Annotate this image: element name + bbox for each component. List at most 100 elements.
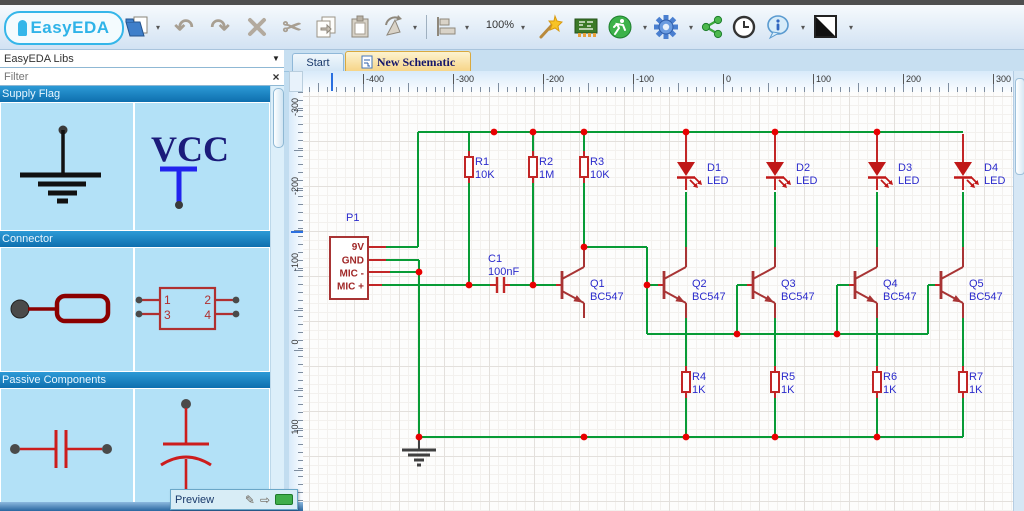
tile-connector-1pin[interactable] — [1, 248, 133, 371]
d2-ref[interactable]: D2 — [796, 162, 810, 174]
open-dropdown-caret[interactable]: ▾ — [155, 23, 160, 32]
d3-value[interactable]: LED — [898, 175, 919, 187]
theme-dropdown-caret[interactable]: ▾ — [848, 23, 853, 32]
zoom-level-value[interactable]: 100% — [485, 19, 514, 31]
q2-value[interactable]: BC547 — [692, 291, 726, 303]
settings-dropdown-caret[interactable]: ▾ — [688, 23, 693, 32]
help-dropdown-caret[interactable]: ▾ — [800, 23, 805, 32]
resistor-r3[interactable]: R3 10K — [579, 150, 610, 184]
resistor-r1[interactable]: R1 10K — [464, 150, 495, 184]
redo-button[interactable]: ↷ — [206, 13, 234, 41]
library-source-dropdown[interactable]: EasyEDA Libs ▼ — [0, 50, 284, 68]
r6-value[interactable]: 1K — [883, 384, 897, 396]
sidebar-scrollbar[interactable] — [270, 86, 285, 502]
wizard-button[interactable] — [536, 13, 564, 41]
tile-polarized-capacitor[interactable] — [135, 389, 269, 502]
tile-vcc-symbol[interactable]: VCC — [135, 103, 269, 230]
r2-ref[interactable]: R2 — [539, 156, 553, 168]
led-d1[interactable]: D1 LED — [675, 132, 728, 192]
tile-capacitor[interactable] — [1, 389, 133, 502]
q4-value[interactable]: BC547 — [883, 291, 917, 303]
led-d2[interactable]: D2 LED — [764, 132, 817, 192]
run-convert-button[interactable] — [606, 13, 634, 41]
filter-clear-icon[interactable]: × — [272, 69, 280, 84]
r4-value[interactable]: 1K — [692, 384, 706, 396]
r1-ref[interactable]: R1 — [475, 156, 489, 168]
q3-value[interactable]: BC547 — [781, 291, 815, 303]
r7-ref[interactable]: R7 — [969, 371, 983, 383]
tab-start[interactable]: Start — [292, 53, 344, 72]
q4-ref[interactable]: Q4 — [883, 278, 898, 290]
section-header-passive-components[interactable]: Passive Components — [0, 372, 270, 388]
transistor-q1[interactable]: Q1 BC547 — [560, 245, 624, 320]
paste-button[interactable] — [346, 13, 374, 41]
schematic-wires[interactable] — [382, 131, 964, 438]
delete-button[interactable] — [243, 13, 271, 41]
q1-ref[interactable]: Q1 — [590, 278, 605, 290]
section-header-connector[interactable]: Connector — [0, 231, 270, 247]
d4-value[interactable]: LED — [984, 175, 1005, 187]
edit-pencil-icon[interactable]: ✎ — [244, 492, 255, 507]
q5-ref[interactable]: Q5 — [969, 278, 984, 290]
r6-ref[interactable]: R6 — [883, 371, 897, 383]
schematic-drawing[interactable]: P1 9V GND MIC - MIC + C1 100nF R1 10K R2… — [303, 92, 1013, 511]
history-button[interactable] — [730, 13, 758, 41]
schematic-canvas[interactable]: P1 9V GND MIC - MIC + C1 100nF R1 10K R2… — [303, 92, 1013, 511]
q3-ref[interactable]: Q3 — [781, 278, 796, 290]
capacitor-c1[interactable]: C1 100nF — [488, 253, 519, 293]
share-button[interactable] — [698, 13, 726, 41]
resistor-r2[interactable]: R2 1M — [528, 150, 554, 184]
transistor-q3[interactable]: Q3 BC547 — [751, 245, 815, 320]
resistor-r4[interactable]: R4 1K — [681, 365, 706, 399]
run-dropdown-caret[interactable]: ▾ — [642, 23, 647, 32]
place-arrow-icon[interactable]: ⇨ — [259, 492, 270, 507]
sidebar-scrollbar-thumb[interactable] — [273, 88, 284, 148]
d3-ref[interactable]: D3 — [898, 162, 912, 174]
package-icon[interactable] — [275, 494, 293, 505]
led-d4[interactable]: D4 LED — [952, 132, 1005, 192]
pcb-button[interactable] — [572, 13, 600, 41]
q1-value[interactable]: BC547 — [590, 291, 624, 303]
resistor-r7[interactable]: R7 1K — [958, 365, 983, 399]
copy-button[interactable] — [312, 13, 340, 41]
settings-button[interactable] — [652, 13, 680, 41]
zoom-dropdown-caret[interactable]: ▾ — [520, 23, 525, 32]
r5-ref[interactable]: R5 — [781, 371, 795, 383]
d1-ref[interactable]: D1 — [707, 162, 721, 174]
filter-input[interactable] — [0, 69, 268, 84]
undo-button[interactable]: ↶ — [170, 13, 198, 41]
c1-value[interactable]: 100nF — [488, 266, 519, 278]
q5-value[interactable]: BC547 — [969, 291, 1003, 303]
led-d3[interactable]: D3 LED — [866, 132, 919, 192]
theme-button[interactable] — [812, 13, 840, 41]
d4-ref[interactable]: D4 — [984, 162, 998, 174]
canvas-scrollbar[interactable] — [1013, 71, 1024, 511]
r1-value[interactable]: 10K — [475, 169, 495, 181]
rotate-button[interactable] — [380, 13, 408, 41]
r4-ref[interactable]: R4 — [692, 371, 706, 383]
help-button[interactable] — [764, 13, 792, 41]
section-header-supply-flag[interactable]: Supply Flag — [0, 86, 270, 102]
transistor-q2[interactable]: Q2 BC547 — [662, 245, 726, 320]
resistor-r6[interactable]: R6 1K — [872, 365, 897, 399]
r3-ref[interactable]: R3 — [590, 156, 604, 168]
align-button[interactable] — [434, 13, 462, 41]
ground-symbol[interactable] — [402, 437, 436, 467]
r5-value[interactable]: 1K — [781, 384, 795, 396]
resistor-r5[interactable]: R5 1K — [770, 365, 795, 399]
align-dropdown-caret[interactable]: ▾ — [464, 23, 469, 32]
open-document-button[interactable] — [124, 13, 152, 41]
transistor-q4[interactable]: Q4 BC547 — [853, 245, 917, 320]
p1-ref[interactable]: P1 — [346, 212, 359, 224]
c1-ref[interactable]: C1 — [488, 253, 502, 265]
transistor-q5[interactable]: Q5 BC547 — [939, 245, 1003, 320]
tile-connector-4pin[interactable]: 1 3 2 4 — [135, 248, 269, 371]
r3-value[interactable]: 10K — [590, 169, 610, 181]
d2-value[interactable]: LED — [796, 175, 817, 187]
r7-value[interactable]: 1K — [969, 384, 983, 396]
canvas-scrollbar-thumb[interactable] — [1015, 78, 1024, 175]
tile-gnd-symbol[interactable] — [1, 103, 133, 230]
cut-button[interactable]: ✂ — [278, 13, 306, 41]
tab-new-schematic[interactable]: New Schematic — [345, 51, 471, 72]
rotate-dropdown-caret[interactable]: ▾ — [412, 23, 417, 32]
